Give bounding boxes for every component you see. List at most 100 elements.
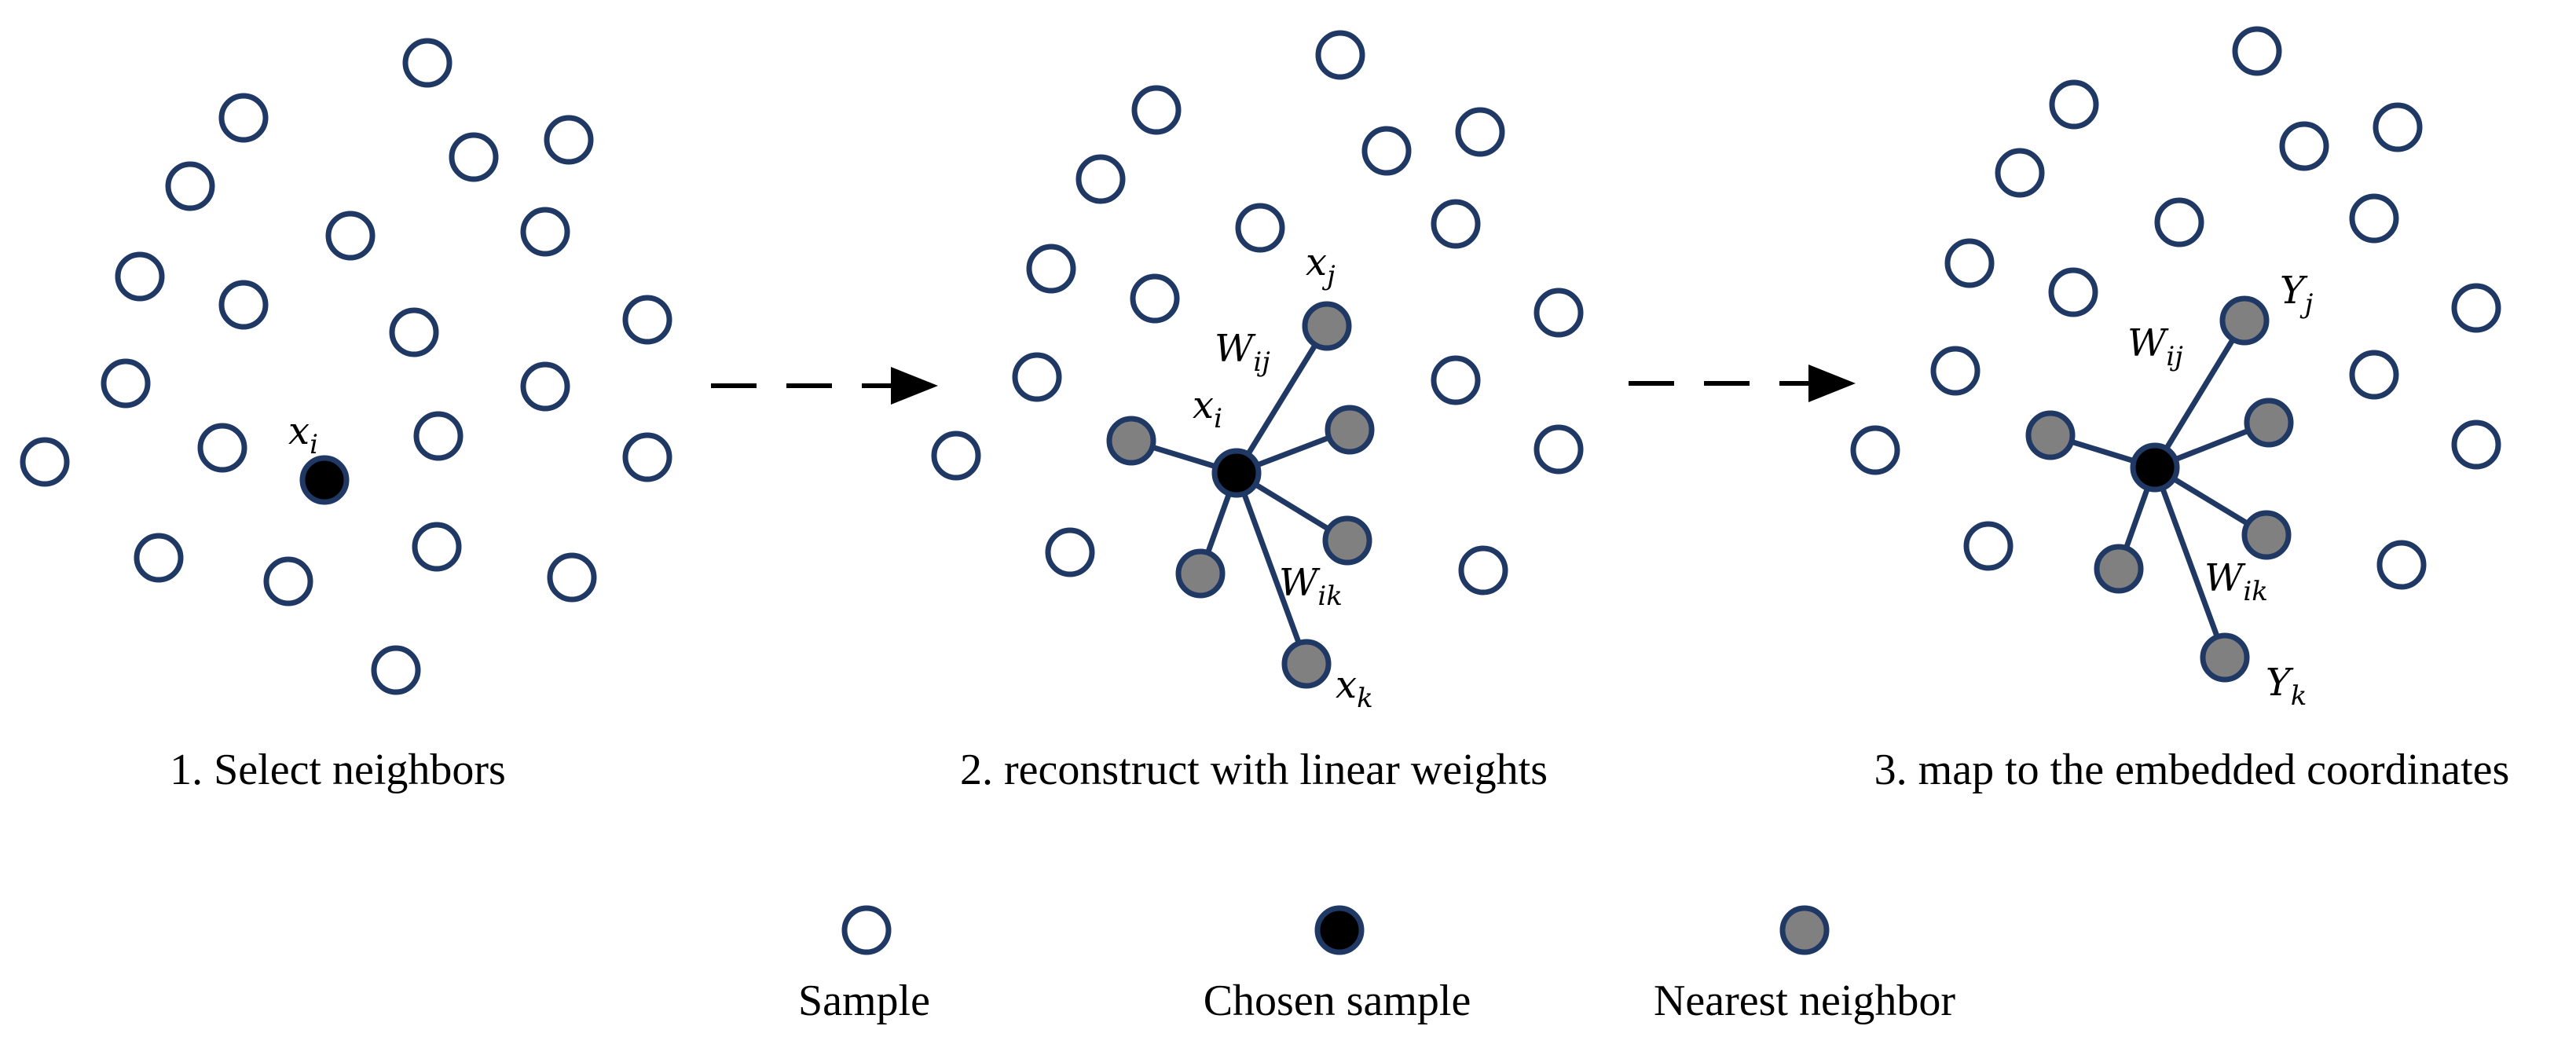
sample-node: [2451, 283, 2501, 333]
sample-node: [2279, 121, 2329, 171]
sample-node: [1534, 288, 1584, 338]
caption-step-2: 2. reconstruct with linear weights: [960, 746, 1548, 794]
label-x-j: xj: [1306, 240, 1336, 291]
neighbor-node: [1322, 515, 1372, 566]
sample-node: [449, 132, 499, 182]
sample-node: [325, 211, 376, 261]
sample-node: [1455, 107, 1505, 157]
sample-node: [402, 38, 453, 88]
sample-node: [1431, 199, 1481, 249]
sample-node: [2154, 197, 2204, 247]
sample-node: [389, 307, 439, 357]
edge: [1234, 324, 1329, 475]
label-x-i: xi: [1193, 383, 1222, 434]
label-w-ik: Wik: [1279, 561, 1343, 612]
panel1-samples: [20, 38, 672, 695]
sample-node: [1075, 154, 1126, 204]
sample-node: [1850, 425, 1900, 475]
sample-node: [1131, 85, 1182, 135]
label-w-ik: Wik: [2204, 556, 2268, 607]
legend: Sample Chosen sample Nearest neighbor: [798, 905, 1955, 1025]
neighbor-node: [2094, 544, 2144, 594]
sample-node: [520, 207, 570, 257]
neighbor-node: [1325, 405, 1375, 455]
panel-select-neighbors: xi 1. Select neighbors: [20, 38, 672, 794]
caption-step-1: 1. Select neighbors: [170, 746, 506, 794]
sample-node: [622, 295, 672, 345]
sample-node: [2373, 102, 2423, 152]
sample-node: [520, 361, 570, 412]
neighbor-node: [1281, 639, 1332, 689]
sample-node: [2048, 267, 2098, 317]
sample-node: [218, 93, 269, 143]
label-y-j: Yj: [2280, 269, 2314, 320]
sample-node: [2451, 420, 2501, 470]
sample-node: [1045, 527, 1095, 577]
sample-node: [2049, 79, 2099, 130]
neighbor-node: [2200, 632, 2250, 683]
legend-neighbor-label: Nearest neighbor: [1654, 977, 1955, 1025]
chosen-sample-node: [299, 455, 350, 505]
sample-node: [134, 533, 184, 583]
chosen-sample-node: [1211, 448, 1262, 498]
label-w-ij: Wij: [1215, 327, 1270, 378]
sample-node: [622, 432, 672, 482]
sample-node: [263, 556, 313, 606]
sample-node: [218, 280, 269, 330]
neighbor-node: [2219, 295, 2270, 346]
sample-node: [1944, 238, 1995, 288]
sample-node: [1930, 346, 1981, 396]
neighbor-node: [1302, 301, 1352, 351]
sample-node: [371, 645, 421, 695]
legend-sample-label: Sample: [798, 977, 930, 1025]
neighbor-node: [1175, 548, 1226, 599]
panel3-neighbors: [2025, 295, 2294, 683]
legend-neighbor-swatch: [1779, 905, 1830, 955]
sample-node: [2349, 350, 2399, 400]
sample-node: [412, 522, 462, 572]
sample-node: [544, 115, 594, 165]
sample-node: [1361, 126, 1412, 176]
panel-embedding: Yj Wij Wik Yk 3. map to the embedded coo…: [1850, 26, 2510, 794]
legend-chosen-label: Chosen sample: [1204, 977, 1471, 1025]
sample-node: [1458, 545, 1508, 595]
edge: [2153, 319, 2247, 469]
sample-node: [1235, 203, 1285, 253]
label-y-k: Yk: [2266, 661, 2307, 712]
chosen-sample-node: [2130, 442, 2180, 493]
legend-sample-swatch: [841, 905, 892, 955]
sample-node: [1026, 244, 1076, 294]
sample-node: [1995, 148, 2045, 198]
sample-node: [1315, 30, 1365, 80]
sample-node: [20, 437, 70, 487]
sample-node: [2232, 26, 2282, 76]
neighbor-node: [2241, 510, 2292, 560]
sample-node: [1431, 355, 1481, 405]
sample-node: [2376, 540, 2427, 590]
legend-chosen-swatch: [1314, 905, 1365, 955]
sample-node: [413, 411, 464, 461]
panel2-neighbors: [1106, 301, 1375, 689]
sample-node: [115, 251, 165, 302]
sample-node: [2349, 193, 2399, 244]
edge: [2152, 466, 2228, 659]
sample-node: [101, 358, 151, 409]
panel-reconstruct: xj Wij xi Wik xk 2. reconstruct with lin…: [931, 30, 1584, 794]
label-x-i: xi: [288, 409, 318, 460]
neighbor-node: [2025, 410, 2076, 460]
neighbor-node: [1106, 416, 1156, 466]
sample-node: [1012, 352, 1062, 402]
caption-step-3: 3. map to the embedded coordinates: [1874, 746, 2510, 794]
label-w-ij: Wij: [2127, 321, 2183, 372]
neighbor-node: [2244, 398, 2294, 448]
label-x-k: xk: [1336, 663, 1373, 714]
sample-node: [197, 423, 247, 473]
panel3-samples: [1850, 26, 2501, 590]
sample-node: [931, 431, 981, 481]
edge: [1233, 471, 1310, 665]
sample-node: [1534, 424, 1584, 475]
sample-node: [1130, 273, 1180, 324]
sample-node: [1963, 521, 2014, 571]
sample-node: [547, 552, 597, 603]
